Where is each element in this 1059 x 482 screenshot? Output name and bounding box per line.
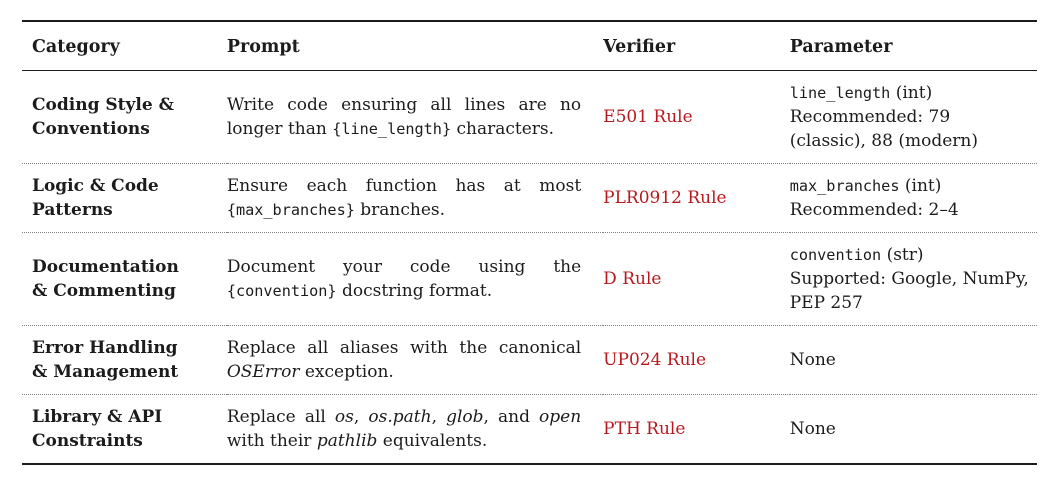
column-header-category: Category: [22, 21, 227, 71]
rules-table: Category Prompt Verifier Parameter Codin…: [22, 20, 1037, 465]
column-header-prompt: Prompt: [226, 21, 604, 71]
parameter-cell: max_branches (int) Recommended: 2–4: [789, 163, 1037, 233]
category-cell: Documentation & Commenting: [22, 232, 227, 326]
table-row: Error Handling & Management Replace all …: [22, 325, 1037, 395]
verifier-link[interactable]: D Rule: [603, 269, 662, 289]
verifier-cell: PTH Rule: [603, 394, 790, 464]
verifier-link[interactable]: PLR0912 Rule: [603, 188, 727, 208]
category-cell: Coding Style & Conventions: [32, 95, 174, 139]
parameter-cell: line_length (int) Recommended: 79 (class…: [789, 83, 978, 151]
table-row: Coding Style & Conventions Write code en…: [22, 71, 1037, 164]
category-cell: Error Handling & Management: [22, 325, 227, 395]
verifier-cell: D Rule: [603, 232, 790, 326]
category-cell: Library & API Constraints: [22, 394, 227, 464]
parameter-cell: None: [789, 394, 1037, 464]
category-cell: Logic & Code Patterns: [22, 163, 227, 233]
verifier-cell: E501 Rule: [603, 71, 790, 164]
prompt-cell: Replace all aliases with the canonical O…: [226, 325, 604, 395]
prompt-cell: Document your code using the {convention…: [226, 232, 604, 326]
table-row: Library & API Constraints Replace all os…: [22, 394, 1037, 464]
verifier-cell: PLR0912 Rule: [603, 163, 790, 233]
parameter-cell: None: [789, 325, 1037, 395]
column-header-verifier: Verifier: [603, 21, 790, 71]
verifier-link[interactable]: PTH Rule: [603, 419, 686, 439]
parameter-cell: convention (str) Supported: Google, NumP…: [789, 232, 1037, 326]
table-row: Documentation & Commenting Document your…: [22, 232, 1037, 326]
prompt-cell: Write code ensuring all lines are no lon…: [226, 95, 582, 139]
column-header-parameter: Parameter: [789, 21, 1037, 71]
table-row: Logic & Code Patterns Ensure each functi…: [22, 163, 1037, 233]
prompt-cell: Ensure each function has at most {max_br…: [226, 163, 604, 233]
verifier-cell: UP024 Rule: [603, 325, 790, 395]
header-row: Category Prompt Verifier Parameter: [22, 21, 1037, 71]
prompt-cell: Replace all os, os.path, glob, and open …: [226, 394, 604, 464]
verifier-link[interactable]: E501 Rule: [603, 107, 693, 127]
verifier-link[interactable]: UP024 Rule: [603, 350, 707, 370]
